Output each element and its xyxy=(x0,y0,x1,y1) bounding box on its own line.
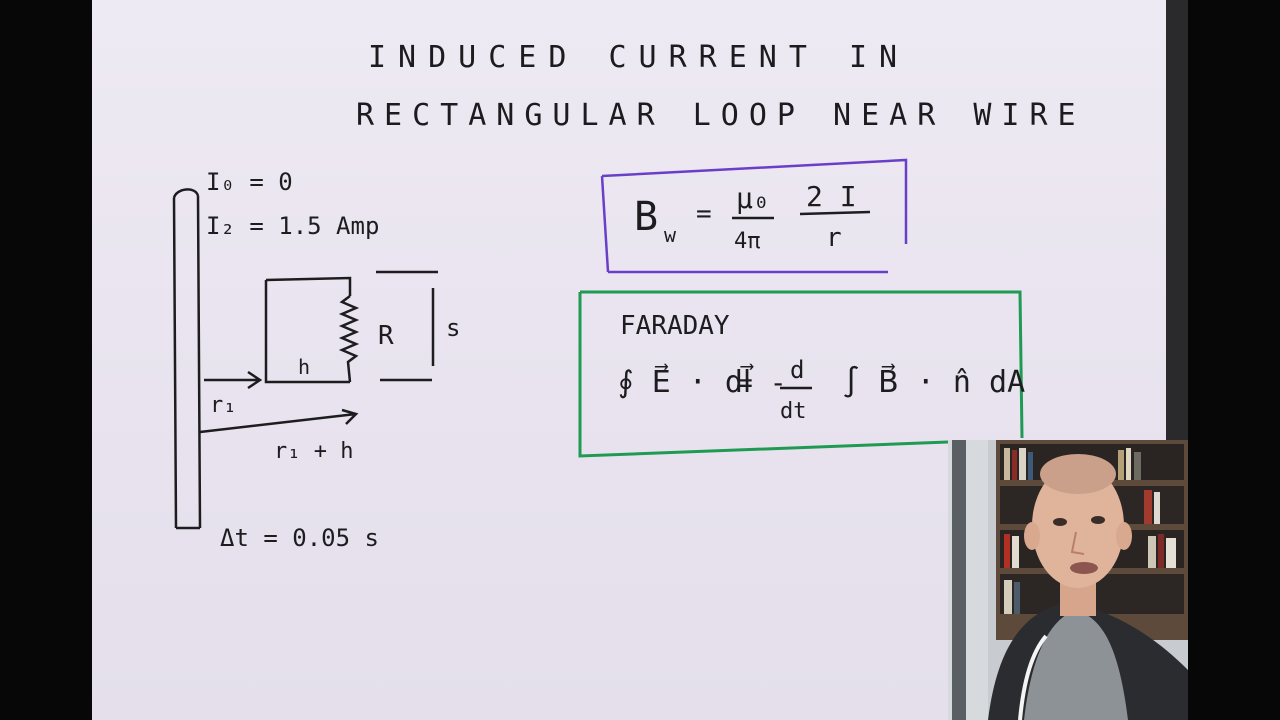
wire xyxy=(172,188,202,530)
title-line-1: INDUCED CURRENT IN xyxy=(368,40,910,75)
webcam-inset xyxy=(948,440,1188,720)
r1-plus-h-label: r₁ + h xyxy=(274,439,353,464)
faraday-label: FARADAY xyxy=(620,311,730,341)
bw-sub: w xyxy=(664,223,677,247)
bw-numerator: 2 I xyxy=(806,180,857,213)
faraday-d: d xyxy=(790,356,804,384)
faraday-lhs: ∮ E⃗ · dl⃗ xyxy=(618,364,754,400)
h-label: h xyxy=(298,355,310,379)
bw-four-pi: 4π xyxy=(734,229,761,254)
r1-label: r₁ xyxy=(210,393,237,418)
r-label: R xyxy=(378,321,394,351)
faraday-box: FARADAY ∮ E⃗ · dl⃗ = - d dt ∫ B⃗ · n̂ dA xyxy=(578,290,1025,458)
i0-label: I₀ = 0 xyxy=(206,168,293,196)
resistor-zigzag xyxy=(338,295,360,383)
faraday-dt: dt xyxy=(780,399,807,424)
webcam-scene xyxy=(948,440,1188,720)
r1-plus-h-arrow xyxy=(199,408,359,434)
bw-equals: = xyxy=(696,199,712,229)
rectangular-loop xyxy=(264,276,360,384)
bw-lhs: B xyxy=(634,194,658,240)
bw-denominator: r xyxy=(826,223,842,253)
faraday-equals: = - xyxy=(736,366,787,399)
i2-label: I₂ = 1.5 Amp xyxy=(206,212,379,240)
s-label: s xyxy=(446,314,460,342)
bw-mu: μ₀ xyxy=(736,182,770,215)
delta-t-label: Δt = 0.05 s xyxy=(220,524,379,552)
s-dimension xyxy=(376,270,438,382)
bw-formula-box: B w = μ₀ 4π 2 I r xyxy=(600,158,908,274)
r1-arrow xyxy=(204,370,263,390)
person xyxy=(988,454,1188,720)
faraday-rhs: ∫ B⃗ · n̂ dA xyxy=(842,364,1025,400)
board-edge xyxy=(1166,0,1188,440)
title-line-2: RECTANGULAR LOOP NEAR WIRE xyxy=(356,98,1086,133)
